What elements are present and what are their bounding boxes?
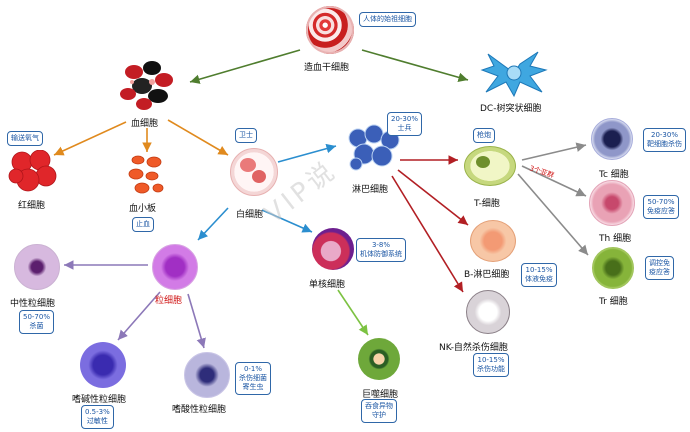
arrow-tcell-tr (517, 173, 589, 256)
wbc-nucleus-2 (252, 170, 266, 183)
eos-image (184, 352, 230, 398)
th-image (589, 180, 635, 226)
arrow-wbc-lymph (277, 143, 337, 163)
gran-image (152, 244, 198, 290)
baso-note: 0.5-3% 过敏性 (81, 405, 114, 429)
macro-label: 巨噬细胞 (362, 390, 399, 400)
tc-label: Tc 细胞 (599, 170, 629, 180)
tcell-image (464, 146, 516, 186)
macro-image (358, 338, 400, 380)
tr-label: Tr 细胞 (599, 297, 628, 307)
wbc-note: 卫士 (235, 128, 257, 143)
bcell-label: B-淋巴细胞 (464, 270, 510, 280)
lymph-label: 淋巴细胞 (352, 185, 389, 195)
arrow-blood-rbc (53, 121, 127, 156)
lymph-note: 20-30% 士兵 (387, 112, 422, 136)
platelet-label: 血小板 (129, 204, 157, 214)
arrow-mono-macro (337, 289, 369, 336)
mono-image (312, 228, 354, 270)
arrow-blood-wbc (167, 119, 229, 156)
arrow-tcell-th (521, 165, 587, 197)
mono-label: 单核细胞 (309, 280, 346, 290)
stem-cell-image (306, 6, 354, 54)
tcell-nucleus (476, 156, 490, 168)
blood-cells-image (120, 61, 173, 110)
wbc-label: 白细胞 (236, 210, 264, 220)
nk-image (466, 290, 510, 334)
rbc-image (8, 150, 57, 192)
tr-note: 调控免 疫应答 (645, 256, 674, 280)
stem-label: 造血干细胞 (304, 63, 350, 73)
eos-note: 0-1% 杀伤细菌 寄生虫 (235, 362, 271, 395)
th-label: Th 细胞 (599, 234, 632, 244)
bcell-note: 10-15% 体液免疫 (521, 263, 557, 287)
gran-label: 粒细胞 (155, 296, 183, 306)
neut-label: 中性粒细胞 (10, 299, 56, 309)
baso-image (80, 342, 126, 388)
tc-image (591, 118, 633, 160)
dc-cell-image (480, 51, 548, 98)
baso-label: 嗜碱性粒细胞 (72, 395, 127, 405)
dc-label: DC-树突状细胞 (480, 104, 542, 114)
rbc-note: 输送氧气 (7, 131, 43, 146)
tcell-label: T-细胞 (474, 199, 500, 209)
nk-label: NK-自然杀伤细胞 (439, 343, 508, 353)
arrow-stem-dc (361, 49, 469, 83)
arrow-tcell-tc (521, 142, 587, 161)
eos-label: 嗜酸性粒细胞 (172, 405, 227, 415)
stem-note: 人体的始祖细胞 (359, 12, 416, 27)
arrow-wbc-mono (261, 209, 313, 233)
neut-note: 50-70% 杀菌 (19, 310, 54, 334)
tcell-note: 枪炮 (473, 128, 495, 143)
mono-note: 3-8% 机体防御系统 (356, 238, 406, 262)
lymph-image (348, 124, 400, 171)
nk-note: 10-15% 杀伤功能 (473, 353, 509, 377)
arrow-lymph-bcell (397, 169, 469, 226)
arrow-gran-baso (117, 291, 161, 341)
neut-image (14, 244, 60, 290)
arrow-stem-blood (189, 49, 301, 84)
arrow-gran-eos (187, 293, 206, 349)
th-note: 50-70% 免疫应答 (643, 195, 679, 219)
wbc-nucleus-1 (240, 158, 256, 172)
arrow-wbc-gran (197, 207, 229, 241)
platelet-note: 止血 (132, 217, 154, 232)
tr-image (592, 247, 634, 289)
blood-label: 血细胞 (131, 119, 159, 129)
arrow-lymph-nk (391, 175, 464, 293)
platelet-image (128, 155, 164, 194)
bcell-image (470, 220, 516, 262)
rbc-label: 红细胞 (18, 201, 46, 211)
macro-note: 吞食异物 守护 (361, 399, 397, 423)
tc-note: 20-30% 靶细胞杀伤 (643, 128, 686, 152)
